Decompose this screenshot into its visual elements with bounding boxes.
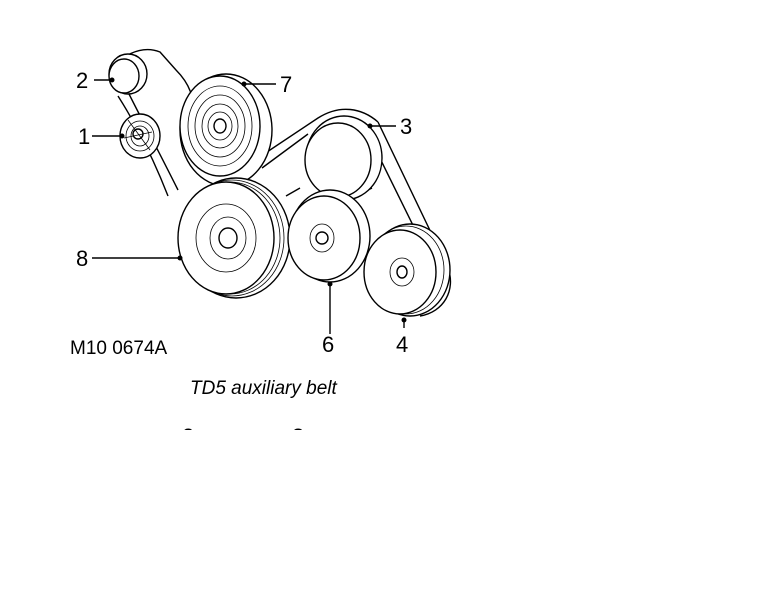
crankshaft-pulley-8 xyxy=(177,177,291,299)
pulley-6 xyxy=(287,189,371,283)
idler-pulley-2 xyxy=(108,53,148,95)
cutoff-label-2: 2 xyxy=(182,424,194,449)
callout-2: 2 xyxy=(76,68,88,93)
callout-3: 3 xyxy=(400,114,412,139)
callout-1: 1 xyxy=(78,124,90,149)
pulley-3 xyxy=(304,115,383,201)
callout-4: 4 xyxy=(396,332,408,357)
leader-lines xyxy=(92,77,407,334)
tensioner-pulley-1 xyxy=(119,113,161,159)
cutoff-label-3: 3 xyxy=(292,424,304,449)
figure-reference: M10 0674A xyxy=(70,338,168,359)
callout-7: 7 xyxy=(280,72,292,97)
figure-caption: TD5 auxiliary belt xyxy=(190,378,337,399)
pulley-7 xyxy=(179,73,273,187)
callout-6: 6 xyxy=(322,332,334,357)
pulley-4 xyxy=(363,223,451,317)
callout-8: 8 xyxy=(76,246,88,271)
